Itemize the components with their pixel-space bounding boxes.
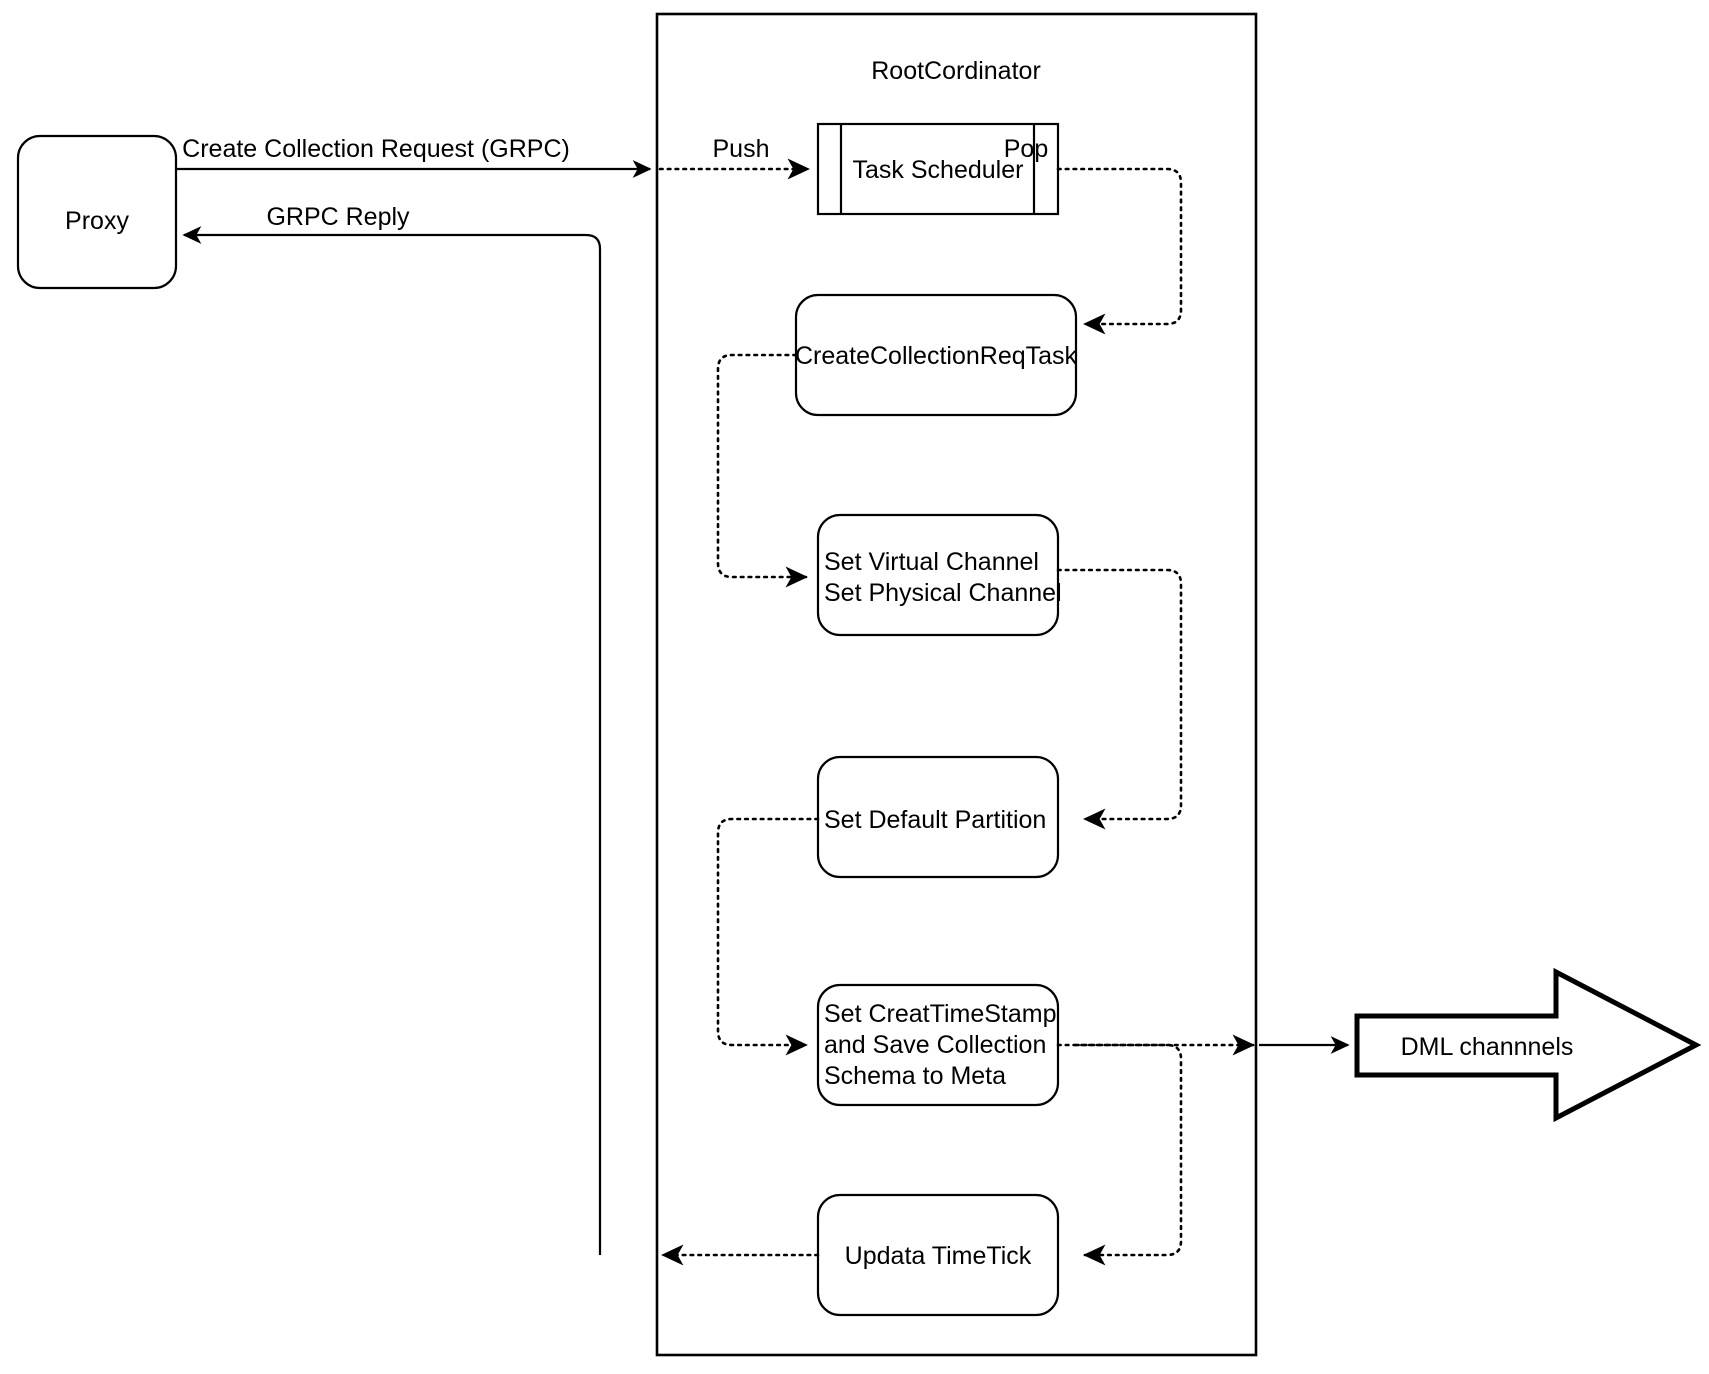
node-create-collection-req-task-label: CreateCollectionReqTask [795, 342, 1078, 370]
edge-push-label: Push [713, 135, 770, 163]
edge-create-collection-request: Create Collection Request (GRPC) [177, 135, 652, 178]
node-set-channels[interactable]: Set Virtual Channel Set Physical Channel [816, 513, 1062, 637]
node-dml-channels-label: DML channnels [1401, 1033, 1574, 1061]
node-update-timetick[interactable]: Updata TimeTick [816, 1193, 1060, 1317]
rootcoordinator-title: RootCordinator [871, 57, 1041, 85]
node-set-channels-label-line1: Set Virtual Channel [824, 548, 1039, 576]
node-set-create-timestamp[interactable]: Set CreatTimeStamp and Save Collection S… [816, 983, 1060, 1107]
edge-pop: Pop [1004, 135, 1183, 335]
node-set-create-timestamp-label-line1: Set CreatTimeStamp [824, 1000, 1056, 1028]
node-set-default-partition[interactable]: Set Default Partition [816, 755, 1060, 879]
node-update-timetick-label: Updata TimeTick [845, 1242, 1032, 1270]
node-set-create-timestamp-label-line2: and Save Collection [824, 1031, 1046, 1059]
node-proxy[interactable]: Proxy [16, 134, 178, 290]
edge-task-to-set-channels [716, 353, 808, 588]
edge-grpc-reply-label: GRPC Reply [266, 203, 410, 231]
edge-create-timestamp-to-update-timetick [1074, 1043, 1183, 1266]
edge-default-partition-to-create-timestamp [716, 817, 820, 1056]
node-dml-channels[interactable]: DML channnels [1354, 967, 1702, 1123]
edge-grpc-reply: GRPC Reply [182, 203, 602, 1255]
edge-create-collection-request-label: Create Collection Request (GRPC) [182, 135, 570, 163]
node-task-scheduler[interactable]: Task Scheduler [816, 122, 1060, 216]
node-task-scheduler-label: Task Scheduler [853, 156, 1024, 184]
node-set-channels-label-line2: Set Physical Channel [824, 579, 1062, 607]
node-set-default-partition-label: Set Default Partition [824, 806, 1046, 834]
node-create-collection-req-task[interactable]: CreateCollectionReqTask [794, 293, 1078, 417]
edge-set-channels-to-default-partition [1056, 568, 1183, 830]
node-set-create-timestamp-label-line3: Schema to Meta [824, 1062, 1006, 1090]
rootcoordinator-container: RootCordinator [655, 12, 1258, 1357]
edge-pop-label: Pop [1004, 135, 1048, 163]
edge-push: Push [658, 135, 810, 180]
node-proxy-label: Proxy [65, 207, 129, 235]
